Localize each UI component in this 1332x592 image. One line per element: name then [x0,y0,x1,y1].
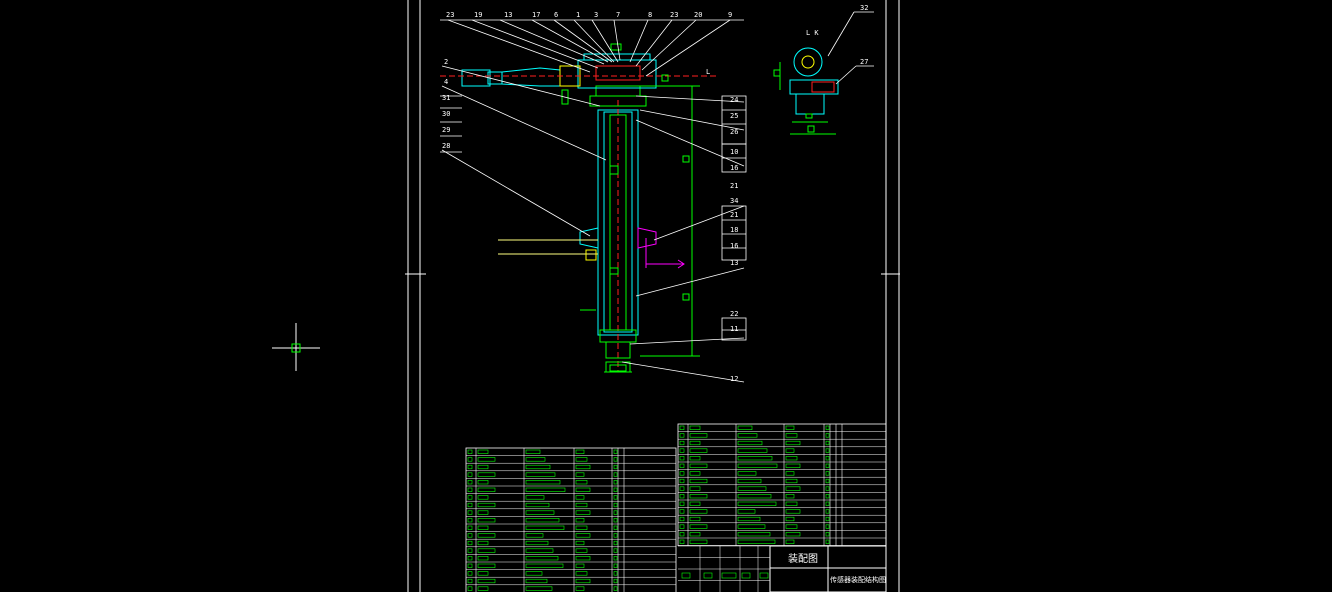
balloon-label: 17 [532,11,540,19]
balloon-label: 19 [474,11,482,19]
side-view-label: 27 [860,58,868,66]
balloon-label: 26 [730,128,738,136]
main-assembly-view[interactable]: 23 19 13 17 6 1 3 7 8 23 20 9 2 4 31 30 … [440,11,747,383]
balloon-label: 31 [442,94,450,102]
balloon-label: 22 [730,310,738,318]
balloon-label: 21 [730,182,738,190]
balloon-label: 34 [730,197,738,205]
balloons-top: 23 19 13 17 6 1 3 7 8 23 20 9 [446,11,732,19]
section-label: L [706,68,710,76]
balloon-label: 25 [730,112,738,120]
balloons-right: 24 25 26 10 16 21 34 21 18 16 13 22 11 1… [730,96,738,383]
balloon-label: 24 [730,96,738,104]
parts-list-left[interactable] [465,447,677,592]
side-view[interactable]: 32 27 L K [773,4,874,135]
balloon-label: 29 [442,126,450,134]
balloon-label: 20 [694,11,702,19]
crosshair-cursor-icon[interactable] [272,323,320,371]
balloon-label: 4 [444,78,448,86]
balloon-label: 21 [730,211,738,219]
balloon-label: 23 [446,11,454,19]
balloon-label: 12 [730,375,738,383]
parts-list-right[interactable] [677,423,887,546]
balloon-label: 18 [730,226,738,234]
balloon-label: 9 [728,11,732,19]
balloon-label: 2 [444,58,448,66]
balloon-label: 3 [594,11,598,19]
balloon-label: 7 [616,11,620,19]
drawing-name: 装配图 [788,552,818,565]
balloons-left: 2 4 31 30 29 28 [442,58,450,150]
balloon-label: 23 [670,11,678,19]
title-block[interactable]: 装配图 传感器装配结构图 [678,545,887,592]
balloon-label: 30 [442,110,450,118]
balloon-label: 11 [730,325,738,333]
balloon-label: 13 [504,11,512,19]
balloon-label: 28 [442,142,450,150]
balloon-label: 13 [730,259,738,267]
balloon-label: 6 [554,11,558,19]
balloon-label: 16 [730,164,738,172]
balloon-label: 1 [576,11,580,19]
balloon-label: 10 [730,148,738,156]
balloon-label: 8 [648,11,652,19]
balloon-label: 16 [730,242,738,250]
side-view-label: 32 [860,4,868,12]
side-view-marks: L K [806,29,819,37]
product-name: 传感器装配结构图 [830,575,886,584]
